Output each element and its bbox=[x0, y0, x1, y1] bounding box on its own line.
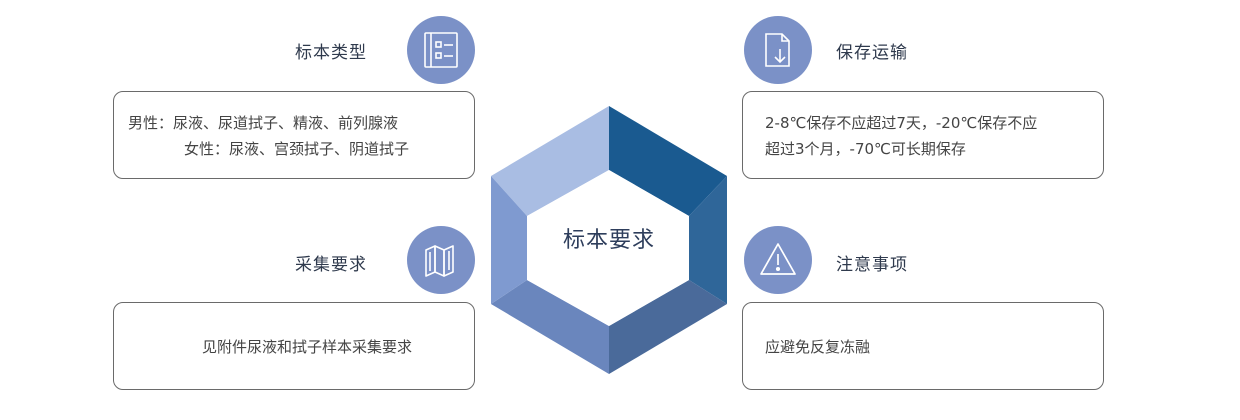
notes-line-1: 应避免反复冻融 bbox=[765, 338, 871, 356]
hex-segment-top-left bbox=[491, 106, 609, 216]
center-hexagon bbox=[491, 106, 727, 374]
hex-inner bbox=[527, 170, 689, 326]
hex-segment-top-right bbox=[609, 106, 727, 216]
collection-box: 见附件尿液和拭子样本采集要求 bbox=[113, 302, 475, 390]
collection-title: 采集要求 bbox=[295, 255, 367, 275]
center-title: 标本要求 bbox=[562, 228, 655, 253]
hex-segment-bottom-left bbox=[491, 280, 609, 374]
collection-line-1: 见附件尿液和拭子样本采集要求 bbox=[202, 338, 413, 356]
notes-title: 注意事项 bbox=[836, 255, 908, 275]
warning-triangle-icon bbox=[744, 226, 812, 294]
storage-transport-title: 保存运输 bbox=[836, 43, 908, 63]
specimen-type-title: 标本类型 bbox=[295, 43, 367, 63]
hex-segment-right bbox=[689, 176, 727, 304]
document-download-icon bbox=[744, 16, 812, 84]
storage-transport-line-2: 超过3个月，-70℃可长期保存 bbox=[765, 140, 966, 158]
checklist-icon bbox=[407, 16, 475, 84]
hex-segment-left bbox=[491, 176, 527, 304]
storage-transport-box: 2-8℃保存不应超过7天，-20℃保存不应 超过3个月，-70℃可长期保存 bbox=[742, 91, 1104, 179]
hex-segment-bottom-right bbox=[609, 280, 727, 374]
specimen-type-line-2: 女性：尿液、宫颈拭子、阴道拭子 bbox=[184, 140, 410, 158]
specimen-type-line-1: 男性：尿液、尿道拭子、精液、前列腺液 bbox=[128, 114, 399, 132]
storage-transport-line-1: 2-8℃保存不应超过7天，-20℃保存不应 bbox=[765, 114, 1038, 132]
specimen-type-box: 男性：尿液、尿道拭子、精液、前列腺液 女性：尿液、宫颈拭子、阴道拭子 bbox=[113, 91, 475, 179]
notes-box: 应避免反复冻融 bbox=[742, 302, 1104, 390]
folded-map-icon bbox=[407, 226, 475, 294]
